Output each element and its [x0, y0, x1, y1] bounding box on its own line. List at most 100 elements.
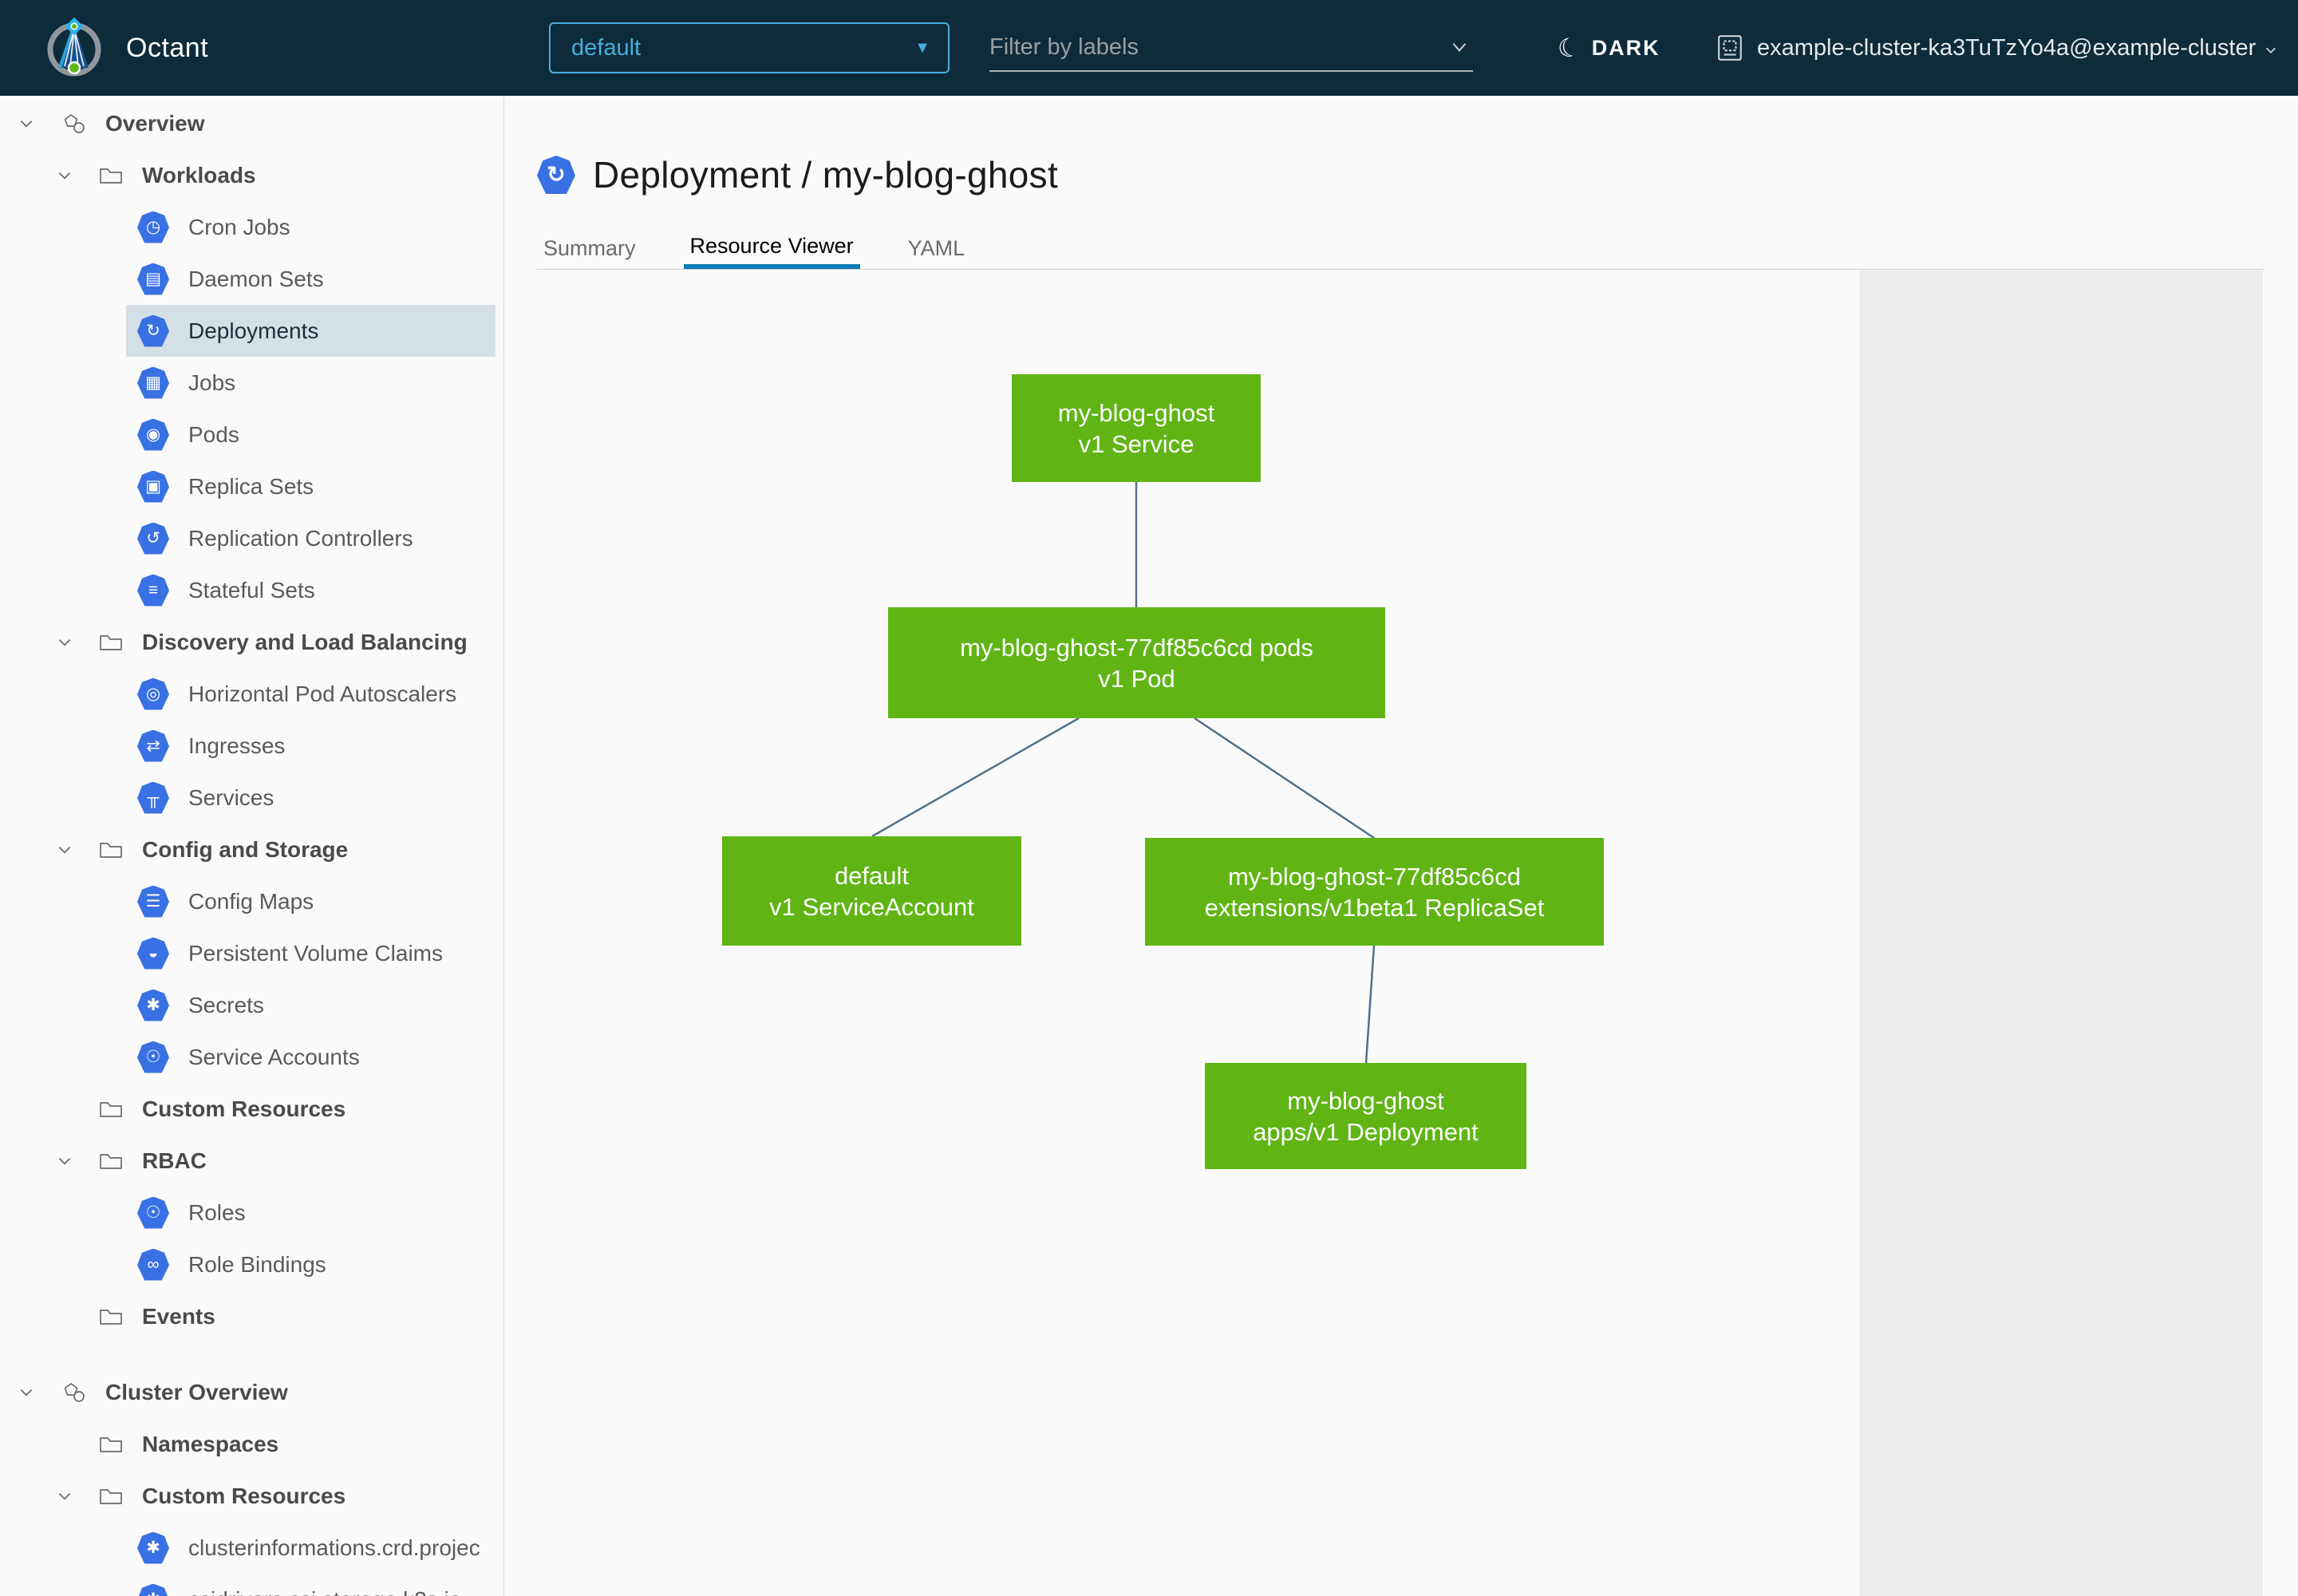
replication-controllers-icon: ↺	[137, 522, 169, 555]
sidebar-item-label: Replication Controllers	[188, 525, 413, 551]
sidebar-item-label: csidrivers.csi.storage.k8s.io	[188, 1587, 461, 1596]
role-bindings-icon: ∞	[137, 1248, 169, 1281]
sidebar-item-replica-sets[interactable]: ▣Replica Sets	[0, 460, 503, 512]
sidebar-item-roles[interactable]: ☉ Roles	[0, 1187, 503, 1238]
app-header: Octant default ▼ Filter by labels ☾ DARK…	[0, 0, 2298, 96]
theme-toggle-label: DARK	[1591, 35, 1660, 60]
sidebar-item-ingresses[interactable]: ⇄Ingresses	[0, 720, 503, 772]
sidebar-item-events[interactable]: Events	[0, 1290, 503, 1342]
sidebar-item-label: Jobs	[188, 369, 236, 395]
folder-icon	[100, 1153, 122, 1169]
sidebar-item-config-and-storage[interactable]: Config and Storage	[0, 824, 503, 875]
sidebar-item-label: Overview	[105, 110, 205, 136]
overview-icon	[64, 1382, 85, 1402]
graph-node-label: my-blog-ghost	[1057, 398, 1215, 427]
folder-icon	[100, 842, 122, 858]
sidebar-item-daemon-sets[interactable]: ▤ Daemon Sets	[0, 253, 503, 305]
tab-resource-viewer[interactable]: Resource Viewer	[683, 228, 860, 269]
sidebar-item-label: Ingresses	[188, 733, 286, 758]
main-content: ↻ Deployment / my-blog-ghost Summary Reso…	[505, 96, 2298, 1596]
folder-icon	[100, 1436, 122, 1452]
chevron-down-icon	[58, 1157, 71, 1165]
sidebar-item-label: Roles	[188, 1199, 246, 1225]
sidebar-item-pods[interactable]: ◉Pods	[0, 409, 503, 460]
app-title: Octant	[126, 32, 209, 63]
sidebar-item-custom-resources[interactable]: Custom Resources	[0, 1470, 503, 1522]
sidebar-item-label: Namespaces	[142, 1431, 279, 1456]
chevron-down-icon[interactable]	[1449, 37, 1470, 57]
deployments-icon: ↻	[137, 314, 169, 347]
sidebar-item-label: Cluster Overview	[105, 1379, 288, 1404]
service-accounts-icon: ☉	[137, 1041, 169, 1073]
sidebar-item-label: Service Accounts	[188, 1044, 360, 1069]
sidebar-item-label: RBAC	[142, 1148, 207, 1173]
sidebar-item-services[interactable]: ╥ Services	[0, 772, 503, 824]
sidebar-item-discovery-and-load-balancing[interactable]: Discovery and Load Balancing	[0, 616, 503, 668]
sidebar-item-rbac[interactable]: RBAC	[0, 1135, 503, 1187]
chevron-spacer	[56, 1436, 73, 1453]
sidebar-item-persistent-volume-claims[interactable]: ◒ Persistent Volume Claims	[0, 927, 503, 979]
sidebar-item-cluster-overview[interactable]: Cluster Overview	[0, 1366, 503, 1418]
folder-icon	[100, 168, 122, 184]
sidebar-item-label: Role Bindings	[188, 1251, 326, 1277]
sidebar-item-cron-jobs[interactable]: ◷Cron Jobs	[0, 201, 503, 253]
daemon-sets-icon: ▤	[137, 263, 169, 295]
sidebar-item-namespaces[interactable]: Namespaces	[0, 1418, 503, 1470]
namespace-selector[interactable]: default ▼	[549, 22, 950, 73]
graph-node-label: my-blog-ghost	[1287, 1086, 1444, 1115]
chevron-down-icon	[20, 120, 33, 128]
label-filter-input[interactable]: Filter by labels	[989, 24, 1473, 72]
jobs-icon: ▦	[137, 366, 169, 399]
services-icon: ╥	[137, 781, 169, 814]
octant-logo	[47, 17, 101, 77]
sidebar-item-label: Replica Sets	[188, 473, 314, 499]
sidebar-item-service-accounts[interactable]: ☉ Service Accounts	[0, 1031, 503, 1083]
sidebar-item-deployments[interactable]: ↻Deployments	[0, 305, 503, 357]
sidebar-item-replication-controllers[interactable]: ↺ Replication Controllers	[0, 512, 503, 564]
tab-yaml[interactable]: YAML	[907, 236, 965, 260]
sidebar-item-label: Horizontal Pod Autoscalers	[188, 681, 457, 706]
graph-node-label: v1 Pod	[1098, 664, 1175, 693]
sidebar-item-overview[interactable]: Overview	[0, 97, 503, 149]
theme-toggle-button[interactable]: ☾ DARK	[1555, 0, 1660, 96]
cluster-context-selector[interactable]: example-cluster-ka3TuTzYo4a@example-clus…	[1716, 0, 2278, 96]
cluster-context-value: example-cluster-ka3TuTzYo4a@example-clus…	[1757, 34, 2257, 61]
sidebar-item-csidrivers-csi-storage-k8s-io[interactable]: ✱csidrivers.csi.storage.k8s.io	[0, 1574, 503, 1596]
sidebar-item-label: Services	[188, 784, 274, 810]
sidebar-item-jobs[interactable]: ▦ Jobs	[0, 357, 503, 409]
sidebar-item-label: Config Maps	[188, 888, 314, 914]
tab-summary[interactable]: Summary	[543, 236, 636, 260]
roles-icon: ☉	[137, 1196, 169, 1229]
sidebar-item-config-maps[interactable]: ☰Config Maps	[0, 875, 503, 927]
persistent-volume-claims-icon: ◒	[137, 937, 169, 970]
sidebar-item-clusterinformations-crd-projec[interactable]: ✱clusterinformations.crd.projec	[0, 1522, 503, 1574]
sidebar-item-stateful-sets[interactable]: ≡Stateful Sets	[0, 564, 503, 616]
sidebar-item-label: Stateful Sets	[188, 577, 315, 602]
moon-icon: ☾	[1554, 31, 1584, 65]
overview-icon	[64, 113, 85, 133]
chevron-spacer	[56, 1308, 73, 1325]
sidebar-item-label: Discovery and Load Balancing	[142, 629, 468, 654]
sidebar-item-label: Daemon Sets	[188, 266, 324, 291]
sidebar-item-secrets[interactable]: ✱Secrets	[0, 979, 503, 1031]
chevron-spacer	[56, 1100, 73, 1118]
graph-node-label: my-blog-ghost-77df85c6cd pods	[960, 633, 1313, 662]
sidebar-item-label: Persistent Volume Claims	[188, 940, 444, 966]
sidebar-item-custom-resources[interactable]: Custom Resources	[0, 1083, 503, 1135]
cluster-icon	[1718, 35, 1742, 61]
deployment-icon: ↻	[537, 156, 575, 194]
page-title-row: ↻ Deployment / my-blog-ghost	[537, 153, 1058, 196]
sidebar-item-label: Custom Resources	[142, 1096, 346, 1121]
sidebar-item-role-bindings[interactable]: ∞ Role Bindings	[0, 1238, 503, 1290]
sidebar-item-horizontal-pod-autoscalers[interactable]: ◎Horizontal Pod Autoscalers	[0, 668, 503, 720]
chevron-down-icon	[2266, 47, 2276, 53]
sidebar-item-workloads[interactable]: Workloads	[0, 149, 503, 201]
pods-icon: ◉	[137, 418, 169, 451]
